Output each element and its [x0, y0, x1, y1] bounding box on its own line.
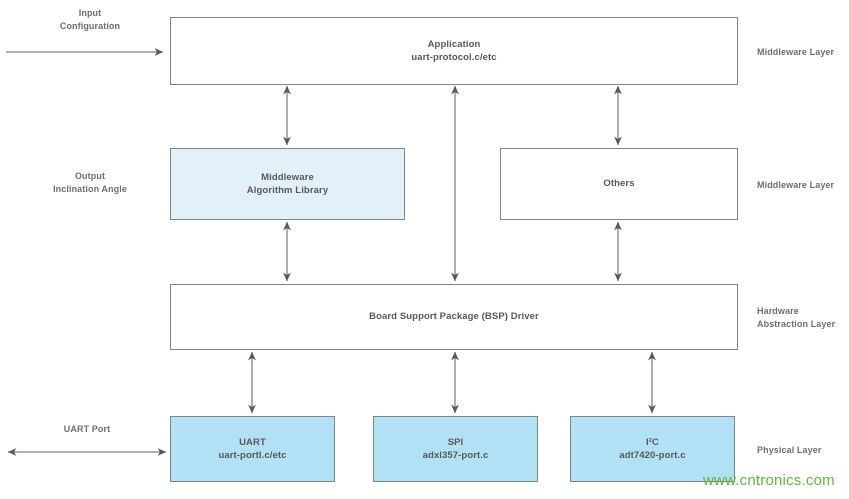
box-uart-title: UART [239, 436, 266, 448]
box-spi-title: SPI [447, 436, 464, 448]
label-layer-physical: Physical Layer [757, 445, 822, 455]
box-application[interactable]: Application uart-protocol.c/etc [170, 17, 738, 85]
box-spi[interactable]: SPI adxl357-port.c [373, 416, 538, 482]
box-uart-subtitle: uart-portl.c/etc [218, 450, 287, 461]
box-i2c-subtitle: adt7420-port.c [619, 450, 686, 461]
label-layer-application: Middleware Layer [757, 47, 835, 57]
label-input-configuration: Input Configuration [59, 8, 121, 32]
label-output-inclination-angle: Output Inclination Angle [53, 171, 127, 195]
box-uart[interactable]: UART uart-portl.c/etc [170, 416, 335, 482]
box-middleware-subtitle: Algorithm Library [246, 185, 329, 196]
box-application-subtitle: uart-protocol.c/etc [411, 52, 497, 63]
box-i2c[interactable]: I²C adt7420-port.c [570, 416, 735, 482]
watermark: www.cntronics.com [703, 472, 835, 489]
box-middleware-algorithm-library[interactable]: Middleware Algorithm Library [170, 148, 405, 220]
box-others-title: Others [603, 178, 635, 190]
label-uart-port: UART Port [63, 424, 111, 434]
box-bsp-driver[interactable]: Board Support Package (BSP) Driver [170, 284, 738, 350]
box-others[interactable]: Others [500, 148, 738, 220]
box-application-title: Application [427, 38, 481, 50]
label-layer-hardware-abstraction: Hardware Abstraction Layer [757, 306, 836, 330]
box-bsp-driver-title: Board Support Package (BSP) Driver [369, 311, 539, 323]
label-layer-middleware: Middleware Layer [757, 180, 835, 190]
box-spi-subtitle: adxl357-port.c [422, 450, 489, 461]
box-middleware-title: Middleware [261, 171, 314, 183]
box-i2c-title: I²C [646, 436, 659, 448]
